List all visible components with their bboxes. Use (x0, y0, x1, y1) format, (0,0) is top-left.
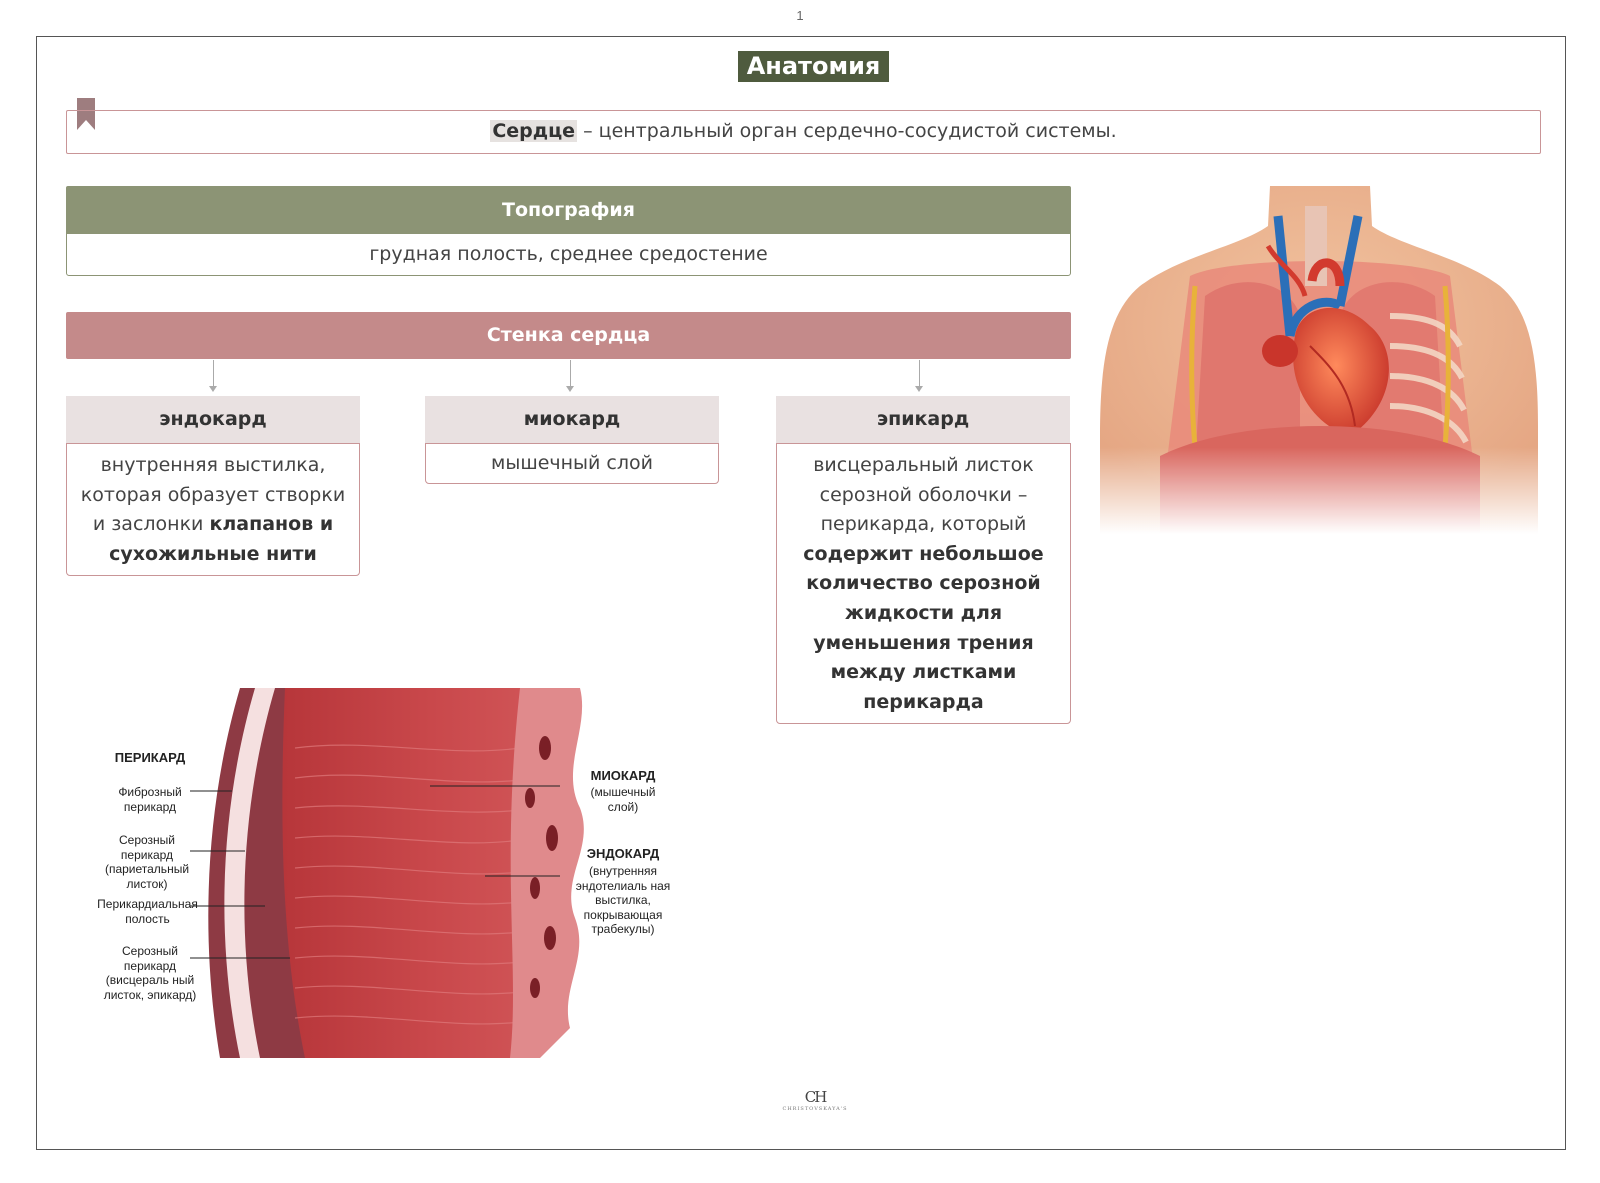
label-serous-parietal: Серозный перикард (париетальный листок) (104, 833, 190, 891)
arrow-myocard (570, 360, 571, 390)
epicard-description: висцеральный листок серозной оболочки – … (776, 443, 1071, 725)
label-myocardium: МИОКАРД (590, 768, 656, 783)
endocard-text: внутренняя выстилка, которая образует ст… (80, 454, 346, 536)
heart-wall-illustration (190, 688, 584, 1058)
definition-text: – центральный орган сердечно-сосудистой … (577, 120, 1117, 142)
logo-monogram: CH (804, 1088, 828, 1106)
epicard-text: висцеральный листок серозной оболочки – … (813, 454, 1034, 536)
myocard-text: мышечный слой (490, 452, 653, 474)
label-endocardium-note: (внутренняя эндотелиаль ная выстилка, по… (575, 864, 671, 936)
definition-box: Сердце – центральный орган сердечно-сосу… (66, 110, 1541, 154)
topography-text: грудная полость, среднее средостение (66, 233, 1071, 276)
label-pericardial-cavity: Перикардиальная полость (97, 897, 198, 926)
definition-term: Сердце (490, 120, 578, 142)
bookmark-icon (77, 98, 95, 130)
page-number: 1 (796, 8, 804, 23)
label-myocardium-note: (мышечный слой) (590, 785, 656, 814)
endocard-text-bold: клапанов и сухожильные нити (109, 513, 334, 565)
arrow-head-endocard (209, 386, 217, 392)
arrow-endocard (213, 360, 214, 390)
page-frame (36, 36, 1566, 1150)
label-fibrous-pericardium: Фиброзный перикард (118, 785, 182, 814)
logo-name: CHRISTOVSKAYA'S (782, 1106, 848, 1112)
epicard-header: эпикард (776, 396, 1070, 443)
endocard-description: внутренняя выстилка, которая образует ст… (66, 443, 360, 577)
page-title: Анатомия (738, 51, 889, 82)
thorax-anatomy-illustration (1100, 186, 1538, 534)
arrow-head-epicard (915, 386, 923, 392)
endocard-header: эндокард (66, 396, 360, 443)
topography-header: Топография (66, 186, 1071, 234)
label-pericardium: ПЕРИКАРД (114, 750, 186, 765)
myocard-description: мышечный слой (425, 443, 719, 484)
author-logo: CH CHRISTOVSKAYA'S (770, 1088, 860, 1122)
epicard-text-bold: содержит небольшое количество серозной ж… (803, 542, 1044, 713)
myocard-header: миокард (425, 396, 719, 443)
label-endocardium: ЭНДОКАРД (586, 846, 660, 861)
arrow-epicard (919, 360, 920, 390)
arrow-head-myocard (566, 386, 574, 392)
label-serous-visceral: Серозный перикард (висцераль ный листок,… (103, 944, 197, 1002)
heart-wall-header: Стенка сердца (66, 312, 1071, 359)
